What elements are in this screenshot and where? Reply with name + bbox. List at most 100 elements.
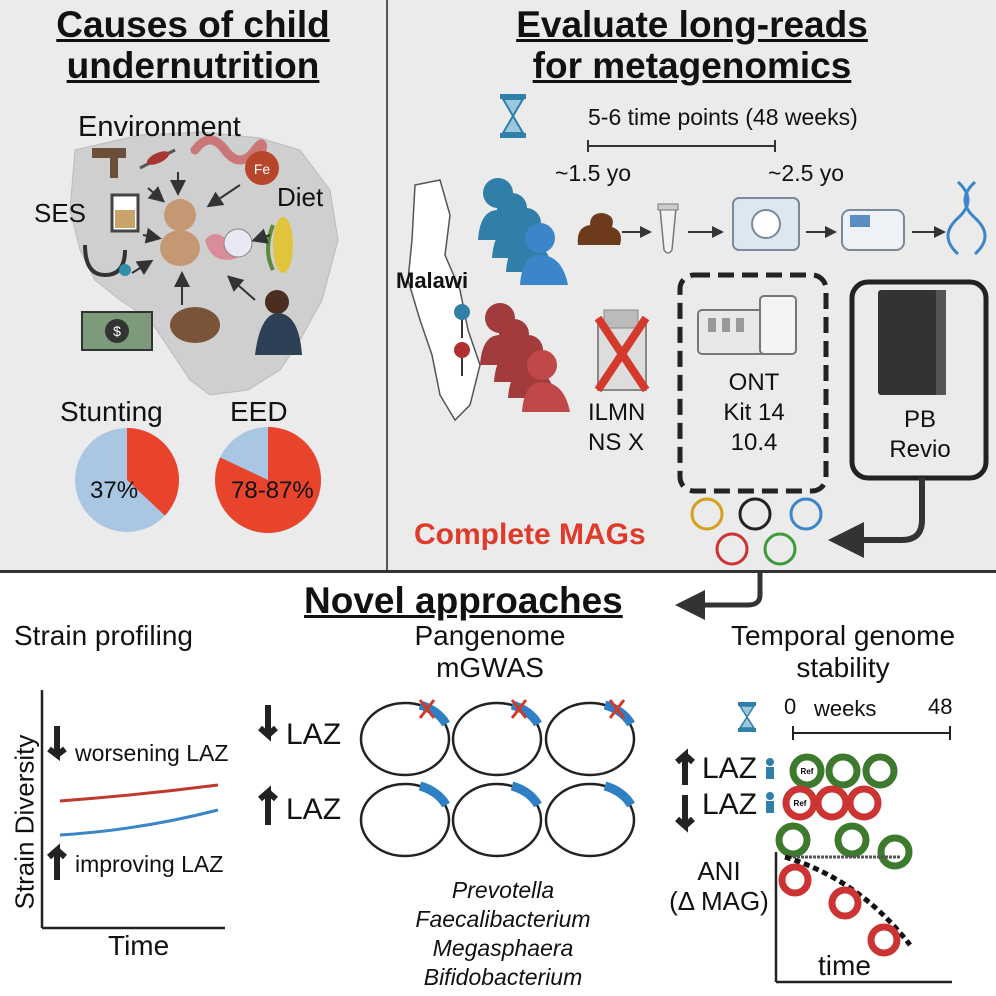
complete-mags-label: Complete MAGs xyxy=(414,518,646,551)
ont-device-icon xyxy=(697,295,797,355)
stethoscope-icon xyxy=(83,244,131,278)
microbe-icon xyxy=(223,228,253,258)
cup-icon xyxy=(110,193,140,233)
weeks-label: weeks xyxy=(814,696,877,721)
ilmn-label: ILMN NS X xyxy=(588,398,645,458)
worsening-line xyxy=(59,783,219,803)
up-arrow-improving xyxy=(47,843,67,880)
temporal-title-line1: Temporal genome xyxy=(730,620,956,651)
diet-label: Diet xyxy=(277,182,324,212)
location-pin-red xyxy=(454,342,470,376)
pb-line2: Revio xyxy=(889,436,951,463)
genome-circles-row1 xyxy=(359,701,636,777)
sequencer-prep-icon xyxy=(841,209,905,251)
tube-icon xyxy=(659,207,677,254)
children-group-red xyxy=(480,303,570,412)
temporal-title-line2: stability xyxy=(796,652,890,683)
svg-text:$: $ xyxy=(113,323,121,339)
eed-label: EED xyxy=(230,396,288,427)
corn-icon xyxy=(266,217,293,273)
mag-rings xyxy=(690,497,823,566)
strain-xlabel: Time xyxy=(108,930,170,961)
iron-label: Fe xyxy=(254,161,271,177)
pangenome-title: Pangenome mGWAS xyxy=(380,620,600,684)
strain-title: Strain profiling xyxy=(14,620,193,651)
ani-plot-axes xyxy=(774,852,952,984)
strain-plot-axes xyxy=(40,690,225,930)
temporal-title: Temporal genome stability xyxy=(700,620,986,684)
ilmn-line1: ILMN xyxy=(588,399,646,426)
weeks-start-label: 0 xyxy=(784,694,797,719)
stunting-percent: 37% xyxy=(90,477,139,504)
stunting-label: Stunting xyxy=(60,396,163,427)
taxon-4: Bifidobacterium xyxy=(423,964,583,990)
ont-selection-box xyxy=(677,272,829,494)
pb-line1: PB xyxy=(903,406,936,433)
down-arrow-laz-pangenome xyxy=(258,705,278,742)
iron-icon xyxy=(245,151,279,185)
malawi-label: Malawi xyxy=(396,268,469,293)
worsening-label: worsening LAZ xyxy=(75,740,229,766)
improving-label: improving LAZ xyxy=(75,851,224,877)
causes-title-line1: Causes of child xyxy=(56,4,330,45)
hourglass-icon-small xyxy=(738,702,756,732)
ani-line1: ANI xyxy=(697,856,741,886)
green-rings-row1 xyxy=(789,753,898,789)
panel-divider xyxy=(0,570,996,573)
children-group-blue xyxy=(478,178,568,285)
green-rings-row2 xyxy=(775,822,913,870)
tap-icon xyxy=(92,148,126,178)
ani-label: ANI (Δ MAG) xyxy=(664,856,774,916)
taxon-2: Faecalibacterium xyxy=(415,906,591,932)
pacbio-instrument-icon xyxy=(878,290,946,395)
money-icon: $ xyxy=(81,311,153,351)
ont-label: ONT Kit 14 10.4 xyxy=(706,368,802,458)
strain-ylabel: Strain Diversity xyxy=(9,734,40,910)
ont-line3: 10.4 xyxy=(730,429,778,456)
timepoints-label: 5-6 time points (48 weeks) xyxy=(588,104,858,130)
child-icon-blue-down xyxy=(766,792,774,813)
down-arrow-laz-temporal xyxy=(675,795,695,833)
genome-circles-row2 xyxy=(359,782,636,858)
ref-label-red: Ref xyxy=(794,799,807,808)
weeks-end-label: 48 xyxy=(928,694,953,719)
evaluate-title: Evaluate long-reads for metagenomics xyxy=(388,4,996,86)
location-pin-blue xyxy=(454,304,470,338)
taxa-list: Prevotella Faecalibacterium Megasphaera … xyxy=(398,876,608,992)
evaluate-title-line1: Evaluate long-reads xyxy=(516,4,868,45)
up-arrow-laz-pangenome xyxy=(258,785,278,825)
taxon-3: Megasphaera xyxy=(432,935,574,961)
worm-icon xyxy=(190,135,267,180)
red-rings-row xyxy=(782,785,882,821)
hourglass-icon xyxy=(500,94,526,138)
temporal-laz-down: LAZ xyxy=(702,788,758,821)
eed-pie xyxy=(214,427,322,533)
evaluate-title-line2: for metagenomics xyxy=(532,45,852,86)
ref-label-green: Ref xyxy=(801,767,814,776)
ani-line2: (Δ MAG) xyxy=(669,886,769,916)
red-rings-ani xyxy=(778,863,901,957)
malawi-map xyxy=(407,179,481,422)
child-icon-blue-up xyxy=(766,758,774,779)
age-start-label: ~1.5 yo xyxy=(555,160,632,186)
causes-title: Causes of child undernutrition xyxy=(0,4,386,86)
ont-line1: ONT xyxy=(728,369,780,396)
pangenome-laz-up: LAZ xyxy=(286,793,342,826)
novel-title: Novel approaches xyxy=(304,580,623,621)
novel-arrow xyxy=(675,570,763,620)
stunting-slice xyxy=(127,428,180,516)
ont-line2: Kit 14 xyxy=(723,399,785,426)
pangenome-title-line1: Pangenome xyxy=(414,620,566,651)
mosquito-icon xyxy=(139,148,176,170)
pb-label: PB Revio xyxy=(870,405,970,465)
pangenome-title-line2: mGWAS xyxy=(436,652,544,683)
environment-label: Environment xyxy=(78,111,241,143)
dna-icon xyxy=(946,180,987,256)
pangenome-laz-down: LAZ xyxy=(286,718,342,751)
child-icon xyxy=(160,199,200,266)
up-arrow-laz-temporal xyxy=(675,748,695,785)
ses-label: SES xyxy=(34,198,87,228)
extraction-instrument-icon xyxy=(732,197,800,251)
mother-child-icon xyxy=(255,290,302,355)
